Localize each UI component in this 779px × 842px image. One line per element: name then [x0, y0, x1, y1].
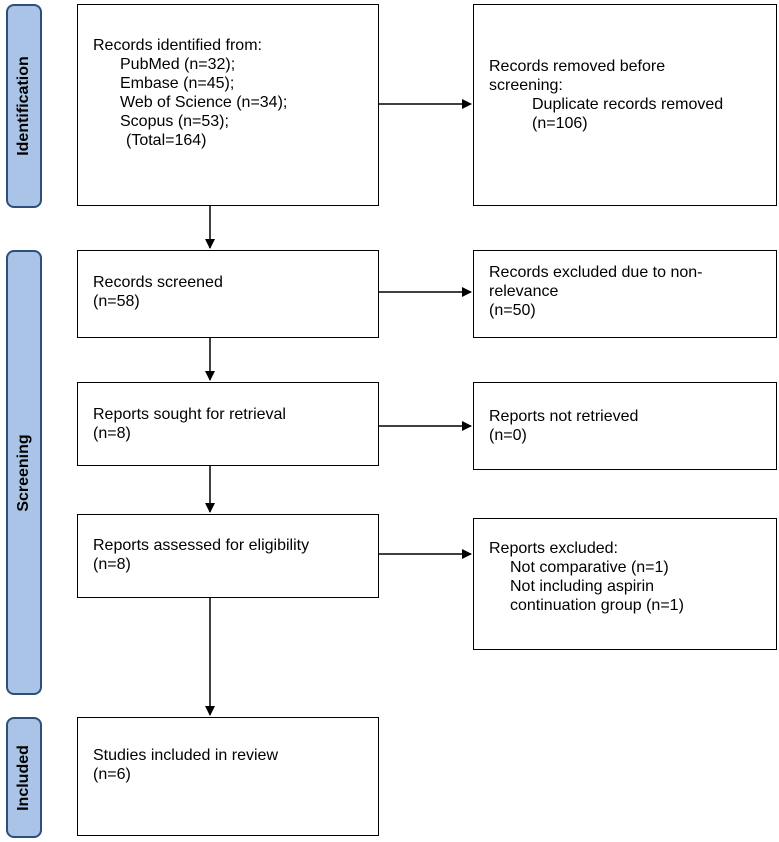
records-identified-total: (Total=164) — [126, 132, 207, 149]
reports-excluded-reason-1: Not comparative (n=1) — [510, 559, 669, 576]
records-excluded-box: Records excluded due to non- relevance (… — [473, 250, 777, 338]
records-screened-count: (n=58) — [93, 293, 140, 310]
records-removed-line2: screening: — [489, 77, 563, 94]
records-removed-box: Records removed before screening: Duplic… — [473, 4, 777, 206]
records-identified-heading: Records identified from: — [93, 37, 262, 54]
phase-identification: Identification — [6, 4, 42, 208]
reports-assessed-label: Reports assessed for eligibility — [93, 537, 310, 554]
records-removed-line3: Duplicate records removed — [532, 96, 724, 113]
records-excluded-line2: relevance — [489, 283, 559, 300]
reports-excluded-reason-2a: Not including aspirin — [510, 578, 655, 595]
reports-excluded-heading: Reports excluded: — [489, 540, 618, 557]
reports-not-retrieved-label: Reports not retrieved — [489, 408, 639, 425]
studies-included-box: Studies included in review (n=6) — [77, 717, 379, 836]
studies-included-count: (n=6) — [93, 766, 131, 783]
reports-assessed-box: Reports assessed for eligibility (n=8) — [77, 514, 379, 598]
reports-not-retrieved-count: (n=0) — [489, 427, 527, 444]
records-removed-line1: Records removed before — [489, 58, 666, 75]
records-identified-box: Records identified from: PubMed (n=32); … — [77, 4, 379, 206]
records-excluded-count: (n=50) — [489, 302, 536, 319]
source-web-of-science: Web of Science (n=34); — [120, 94, 288, 111]
source-embase: Embase (n=45); — [120, 75, 235, 92]
phase-screening: Screening — [6, 250, 42, 695]
reports-sought-count: (n=8) — [93, 425, 131, 442]
reports-sought-label: Reports sought for retrieval — [93, 406, 286, 423]
records-removed-count: (n=106) — [532, 115, 588, 132]
reports-excluded-box: Reports excluded: Not comparative (n=1) … — [473, 518, 777, 650]
reports-assessed-count: (n=8) — [93, 556, 131, 573]
reports-not-retrieved-box: Reports not retrieved (n=0) — [473, 382, 777, 470]
studies-included-label: Studies included in review — [93, 747, 278, 764]
reports-sought-box: Reports sought for retrieval (n=8) — [77, 382, 379, 466]
phase-included: Included — [6, 717, 42, 838]
records-screened-label: Records screened — [93, 274, 223, 291]
records-excluded-line1: Records excluded due to non- — [489, 264, 703, 281]
source-scopus: Scopus (n=53); — [120, 113, 229, 130]
reports-excluded-reason-2b: continuation group (n=1) — [510, 597, 684, 614]
source-pubmed: PubMed (n=32); — [120, 56, 236, 73]
records-screened-box: Records screened (n=58) — [77, 250, 379, 338]
